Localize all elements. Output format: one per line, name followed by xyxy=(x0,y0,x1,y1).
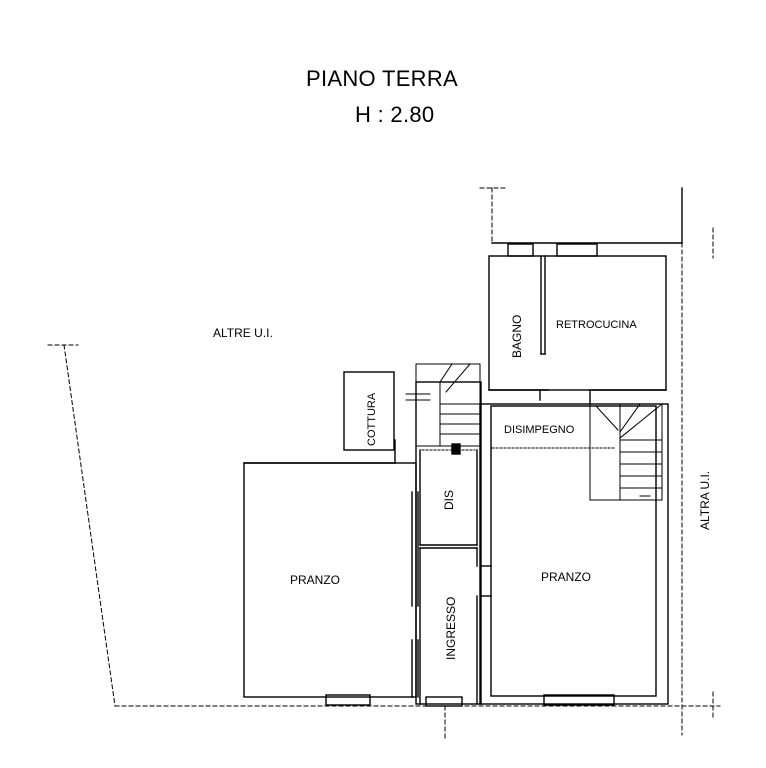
neighbor-wall xyxy=(491,187,683,244)
room-label-retrocucina: RETROCUCINA xyxy=(556,319,637,331)
right-stair xyxy=(589,403,663,501)
room-label-bagno: BAGNO xyxy=(510,315,524,358)
floor-title: PIANO TERRA xyxy=(306,66,459,91)
left-stair xyxy=(405,363,481,447)
property-boundary xyxy=(47,187,721,741)
room-label-disimpegno: DISIMPEGNO xyxy=(504,424,575,436)
right-unit-windows xyxy=(507,243,615,706)
left-unit-walls xyxy=(243,439,419,698)
room-label-cottura: COTTURA xyxy=(366,392,378,446)
ceiling-height: H : 2.80 xyxy=(355,102,435,127)
entrance-door xyxy=(425,696,463,707)
cottura-niche xyxy=(343,371,395,451)
room-label-pranzo-right: PRANZO xyxy=(541,570,591,584)
adjacent-label-altre: ALTRE U.I. xyxy=(213,326,273,340)
room-label-pranzo-left: PRANZO xyxy=(290,573,340,587)
left-unit-windows xyxy=(325,694,371,706)
column xyxy=(451,443,461,455)
adjacent-label-altra: ALTRA U.I. xyxy=(698,471,712,530)
room-label-ingresso: INGRESSO xyxy=(444,597,458,660)
room-label-dis: DIS xyxy=(442,490,456,510)
central-corridor xyxy=(415,381,492,705)
